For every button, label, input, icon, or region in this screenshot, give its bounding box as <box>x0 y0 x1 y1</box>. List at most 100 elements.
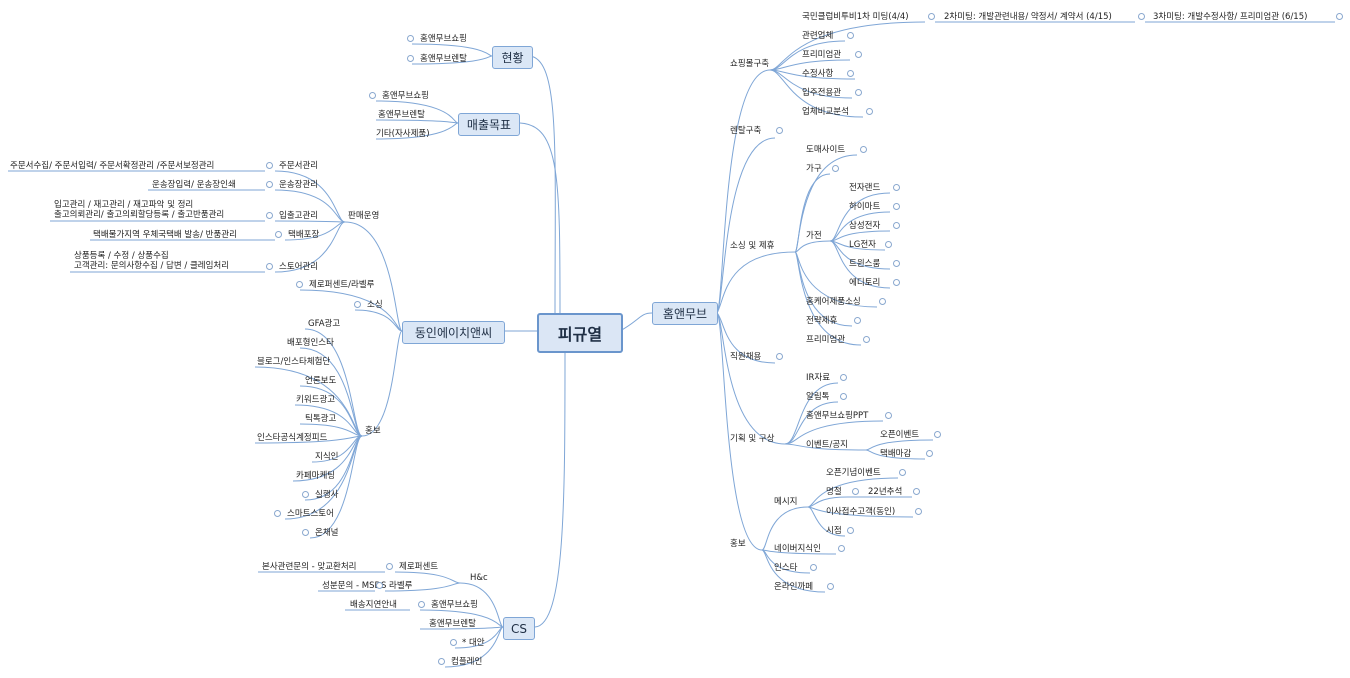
expand-dot[interactable] <box>899 469 906 476</box>
label-promo-left-7[interactable]: 인스타공식계정피드 <box>257 433 328 443</box>
expand-dot[interactable] <box>840 393 847 400</box>
label-shopping[interactable]: 쇼핑몰구축 <box>730 59 770 69</box>
label-rental[interactable]: 렌탈구축 <box>730 126 762 136</box>
label-shopping-3[interactable]: 3차미팅: 개발수정사항/ 프리미엄관 (6/15) <box>1153 12 1308 22</box>
label-promo-left-11[interactable]: 스마트스토어 <box>287 509 334 519</box>
label-invoice-detail[interactable]: 운송장입력/ 운송장인쇄 <box>152 180 236 190</box>
expand-dot[interactable] <box>438 658 445 665</box>
expand-dot[interactable] <box>860 146 867 153</box>
expand-dot[interactable] <box>369 92 376 99</box>
expand-dot[interactable] <box>855 89 862 96</box>
label-planning[interactable]: 기획 및 구상 <box>730 434 775 444</box>
label-packing-detail[interactable]: 택배물가지역 우체국택배 발송/ 반품관리 <box>93 230 237 240</box>
label-msg-3[interactable]: 22년추석 <box>868 487 903 497</box>
label-stock-detail-2[interactable]: 출고의뢰관리/ 출고의뢰할당등록 / 출고반품관리 <box>54 210 225 220</box>
label-cs-rental[interactable]: 홈앤무브렌탈 <box>429 619 476 629</box>
expand-dot[interactable] <box>266 263 273 270</box>
label-promo-left-8[interactable]: 지식인 <box>315 452 339 462</box>
label-appliance-3[interactable]: 삼성전자 <box>849 221 881 231</box>
label-promo-left[interactable]: 홍보 <box>365 426 381 436</box>
label-sales-ops[interactable]: 판매운영 <box>348 211 380 221</box>
label-maechul-2[interactable]: 홈앤무브렌탈 <box>378 110 425 120</box>
expand-dot[interactable] <box>386 563 393 570</box>
expand-dot[interactable] <box>376 582 383 589</box>
label-hyunhwang-1[interactable]: 홈앤무브쇼핑 <box>420 34 467 44</box>
label-promo-left-2[interactable]: 배포형인스타 <box>287 338 334 348</box>
expand-dot[interactable] <box>893 260 900 267</box>
expand-dot[interactable] <box>855 51 862 58</box>
expand-dot[interactable] <box>302 491 309 498</box>
label-appliance-2[interactable]: 하이마트 <box>849 202 881 212</box>
label-sourcing-3[interactable]: 가전 <box>806 231 822 241</box>
label-promo-left-4[interactable]: 언론보도 <box>305 376 337 386</box>
expand-dot[interactable] <box>885 412 892 419</box>
label-maechul-1[interactable]: 홈앤무브쇼핑 <box>382 91 429 101</box>
expand-dot[interactable] <box>847 32 854 39</box>
label-promo-left-10[interactable]: 실행사 <box>315 490 339 500</box>
label-shopping-1[interactable]: 국민클럽비투비1차 미팅(4/4) <box>802 12 909 22</box>
label-sourcing-left[interactable]: 소싱 <box>367 300 383 310</box>
node-dongin[interactable]: 동인에이치앤씨 <box>402 321 505 344</box>
label-complain[interactable]: 컴플레인 <box>451 657 483 667</box>
label-shopping-8[interactable]: 업체비교분석 <box>802 107 849 117</box>
expand-dot[interactable] <box>847 70 854 77</box>
label-store-mgmt[interactable]: 스토어관리 <box>279 262 319 272</box>
expand-dot[interactable] <box>776 127 783 134</box>
expand-dot[interactable] <box>274 510 281 517</box>
expand-dot[interactable] <box>407 35 414 42</box>
label-promo-4[interactable]: 온라인까페 <box>774 582 814 592</box>
label-lavelu[interactable]: 라벨루 <box>389 581 413 591</box>
expand-dot[interactable] <box>866 108 873 115</box>
label-sourcing-4[interactable]: 홈케어제품소싱 <box>806 297 861 307</box>
label-promo-1[interactable]: 메시지 <box>774 497 798 507</box>
label-appliance-1[interactable]: 전자랜드 <box>849 183 881 193</box>
label-promo-left-1[interactable]: GFA광고 <box>308 319 341 329</box>
label-promo-left-12[interactable]: 온채널 <box>315 528 339 538</box>
expand-dot[interactable] <box>934 431 941 438</box>
label-store-detail-1[interactable]: 상품등록 / 수정 / 상품수집 <box>74 251 169 261</box>
expand-dot[interactable] <box>266 162 273 169</box>
label-promo-right[interactable]: 홍보 <box>730 539 746 549</box>
expand-dot[interactable] <box>893 203 900 210</box>
expand-dot[interactable] <box>832 165 839 172</box>
label-planning-1[interactable]: IR자료 <box>806 373 831 383</box>
expand-dot[interactable] <box>1138 13 1145 20</box>
expand-dot[interactable] <box>266 181 273 188</box>
label-event-1[interactable]: 오픈이벤트 <box>880 430 920 440</box>
expand-dot[interactable] <box>838 545 845 552</box>
label-stock-detail-1[interactable]: 입고관리 / 재고관리 / 재고파악 및 정리 <box>54 200 194 210</box>
label-msg-2[interactable]: 명절 <box>826 487 842 497</box>
expand-dot[interactable] <box>928 13 935 20</box>
node-hyunhwang[interactable]: 현황 <box>492 46 533 69</box>
label-msg-1[interactable]: 오픈기념이벤트 <box>826 468 881 478</box>
expand-dot[interactable] <box>847 527 854 534</box>
label-cs-alt[interactable]: * 대안 <box>462 638 485 648</box>
node-homenmu[interactable]: 홈앤무브 <box>652 302 718 325</box>
label-shopping-7[interactable]: 입주전용관 <box>802 88 842 98</box>
expand-dot[interactable] <box>854 317 861 324</box>
label-order-detail[interactable]: 주문서수집/ 주문서입력/ 주문서확정관리 /주문서보정관리 <box>10 161 215 171</box>
expand-dot[interactable] <box>266 212 273 219</box>
expand-dot[interactable] <box>810 564 817 571</box>
label-promo-3[interactable]: 인스타 <box>774 563 798 573</box>
label-promo-left-9[interactable]: 카페마케팅 <box>296 471 336 481</box>
label-planning-2[interactable]: 알림톡 <box>806 392 830 402</box>
label-store-detail-2[interactable]: 고객관리: 문의사항수집 / 답변 / 클레임처리 <box>74 261 230 271</box>
label-zero-detail[interactable]: 본사관련문의 - 맞교환처리 <box>262 562 357 572</box>
label-appliance-6[interactable]: 에디토리 <box>849 278 881 288</box>
expand-dot[interactable] <box>913 488 920 495</box>
root-node[interactable]: 피규열 <box>537 313 623 353</box>
label-sourcing-5[interactable]: 전략제휴 <box>806 316 838 326</box>
label-promo-left-5[interactable]: 키워드광고 <box>296 395 336 405</box>
expand-dot[interactable] <box>776 353 783 360</box>
label-msg-5[interactable]: 시점 <box>826 526 842 536</box>
label-appliance-5[interactable]: 트윈스룸 <box>849 259 881 269</box>
expand-dot[interactable] <box>852 488 859 495</box>
label-stock-mgmt[interactable]: 입출고관리 <box>279 211 319 221</box>
label-promo-left-6[interactable]: 틱톡광고 <box>305 414 337 424</box>
expand-dot[interactable] <box>840 374 847 381</box>
label-planning-4[interactable]: 이벤트/공지 <box>806 440 848 450</box>
expand-dot[interactable] <box>893 184 900 191</box>
expand-dot[interactable] <box>893 279 900 286</box>
label-order-mgmt[interactable]: 주문서관리 <box>279 161 319 171</box>
